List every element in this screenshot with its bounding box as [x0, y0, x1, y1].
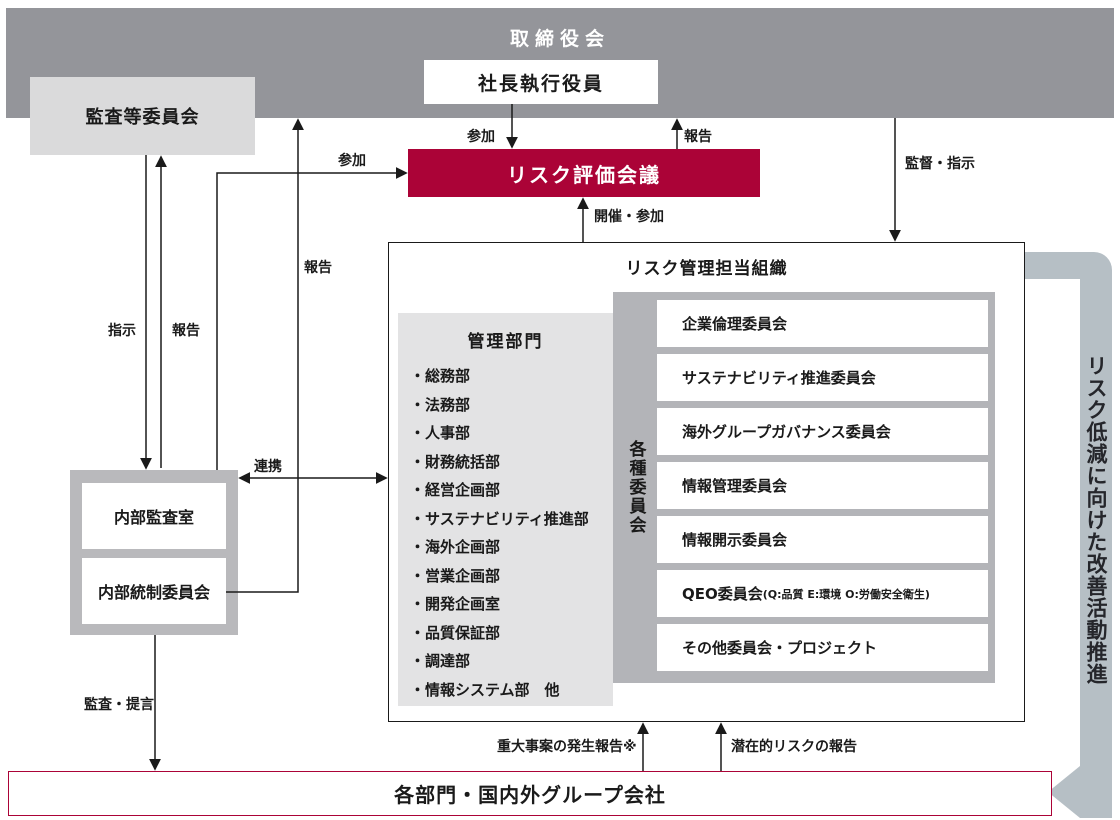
group-companies-box: 各部門・国内外グループ会社 [8, 771, 1052, 816]
list-item: ・情報システム部 他 [410, 680, 560, 699]
committee-note: (Q:品質 E:環境 O:労働安全衛生) [762, 587, 930, 601]
arrow-participate-audit-office [216, 167, 408, 470]
list-item: ・品質保証部 [410, 623, 501, 642]
list-item: ・海外企画部 [410, 538, 501, 556]
arrow-label-cooperate: 連携 [254, 459, 282, 475]
committee-box: サステナビリティ推進委員会 [657, 354, 988, 401]
list-item: ・サステナビリティ推進部 [410, 509, 589, 528]
arrow-label-audit-propose: 監査・提言 [84, 697, 154, 713]
internal-audit-office-box: 内部監査室 [82, 483, 226, 549]
arrow-label-supervise-direct: 監督・指示 [905, 156, 975, 172]
department-list: ・総務部 ・法務部 ・人事部 ・財務統括部 ・経営企画部 ・サステナビリティ推進… [398, 362, 613, 704]
committee-box: 情報開示委員会 [657, 516, 988, 563]
arrow-label-hold-participate: 開催・参加 [594, 209, 664, 225]
list-item: ・経営企画部 [410, 481, 501, 499]
committees-band-label: 各種委員会 [625, 440, 646, 535]
risk-mgmt-org-title: リスク管理担当組織 [625, 259, 788, 279]
list-item: ・営業企画部 [410, 566, 501, 585]
committee-box: 海外グループガバナンス委員会 [657, 408, 988, 455]
side-arrow-head [1048, 766, 1080, 818]
committee-label: 情報管理委員会 [682, 477, 788, 495]
committee-box: その他委員会・プロジェクト [657, 624, 988, 671]
committees-panel: 各種委員会 企業倫理委員会 サステナビリティ推進委員会 海外グループガバナンス委… [613, 292, 995, 683]
list-item: ・人事部 [410, 424, 471, 442]
side-arrow-vertical-bar [1080, 270, 1112, 818]
list-item: ・財務統括部 [410, 452, 501, 471]
arrow-label-potential-risk: 潜在的リスクの報告 [731, 739, 857, 755]
management-division-title: 管理部門 [467, 332, 544, 352]
arrow-label-serious-incident: 重大事案の発生報告※ [497, 739, 637, 755]
committee-box: 情報管理委員会 [657, 462, 988, 509]
management-division-panel: 管理部門 ・総務部 ・法務部 ・人事部 ・財務統括部 ・経営企画部 ・サステナビ… [398, 313, 613, 706]
arrow-label-participate-president: 参加 [467, 129, 495, 145]
list-item: ・調達部 [410, 652, 471, 670]
internal-audit-frame: 内部監査室 内部統制委員会 [70, 470, 238, 635]
committee-label: QEO委員会 [682, 585, 763, 603]
list-item: ・開発企画室 [410, 595, 501, 613]
arrow-label-direct: 指示 [108, 323, 136, 339]
arrow-label-participate-audit-office: 参加 [338, 153, 366, 169]
arrow-label-report-board: 報告 [304, 260, 332, 276]
list-item: ・総務部 [410, 367, 471, 385]
audit-committee-box: 監査等委員会 [30, 77, 255, 155]
board-title: 取締役会 [509, 28, 610, 50]
committee-label: その他委員会・プロジェクト [682, 639, 878, 657]
arrow-label-report-president: 報告 [684, 129, 712, 145]
committee-box: 企業倫理委員会 [657, 300, 988, 347]
committee-label: サステナビリティ推進委員会 [682, 369, 876, 387]
list-item: ・法務部 [410, 395, 471, 414]
risk-evaluation-meeting-box: リスク評価会議 [408, 149, 760, 197]
side-arrow-label: リスク低減に向けた改善活動推進 [1084, 355, 1108, 685]
internal-control-committee-box: 内部統制委員会 [82, 558, 226, 624]
arrow-label-report-audit: 報告 [172, 323, 200, 339]
committee-box: QEO委員会(Q:品質 E:環境 O:労働安全衛生) [657, 570, 988, 617]
committee-label: 海外グループガバナンス委員会 [682, 423, 891, 441]
committee-label: 企業倫理委員会 [682, 315, 788, 333]
president-box: 社長執行役員 [424, 60, 658, 104]
committee-label: 情報開示委員会 [682, 531, 788, 549]
